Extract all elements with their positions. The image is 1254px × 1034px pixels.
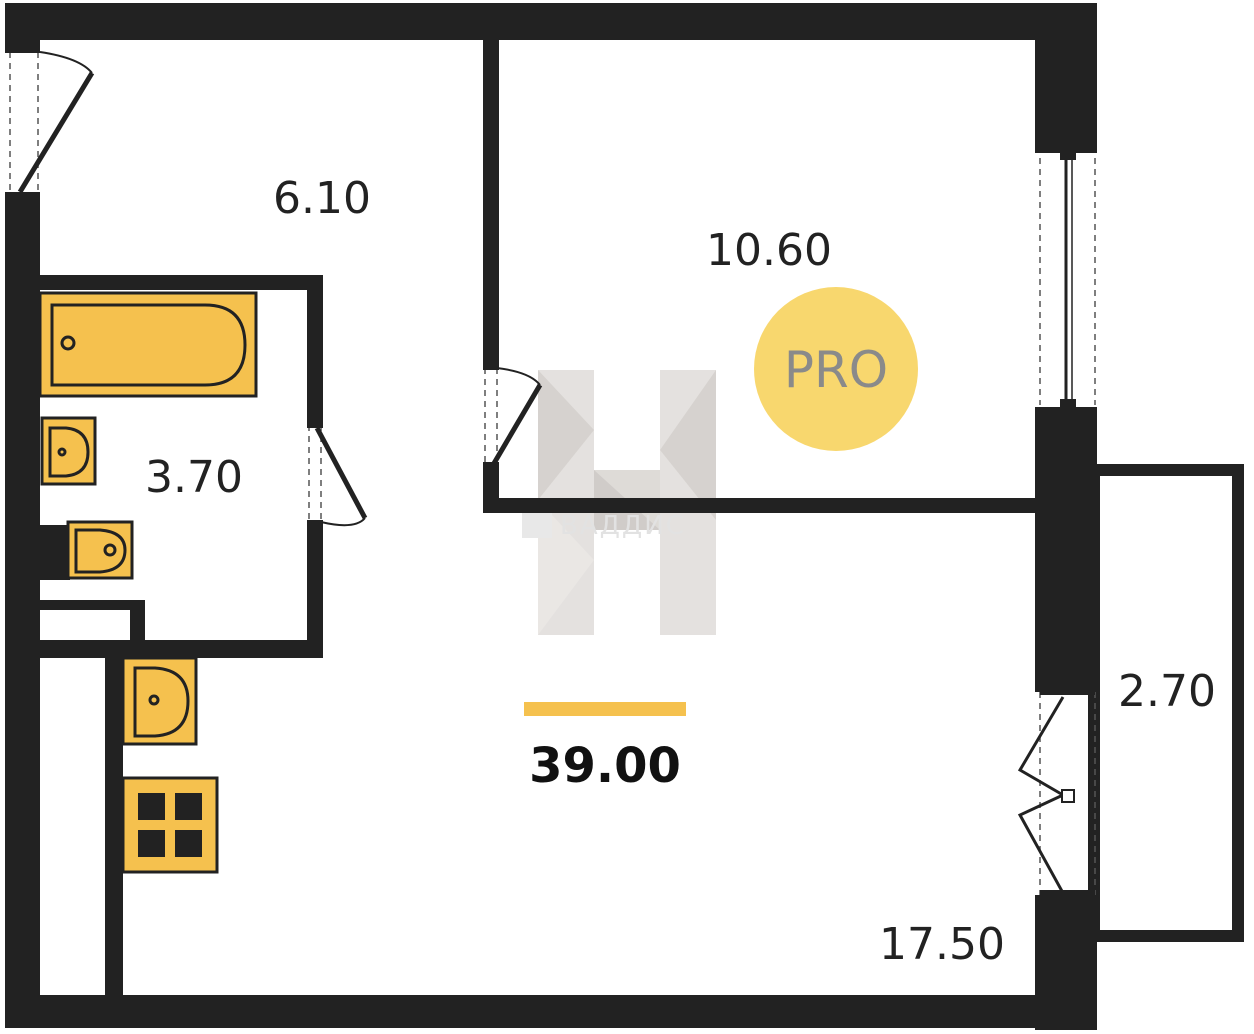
bedroom-door (483, 362, 543, 470)
watermark-text: ВАДДИС (560, 511, 686, 541)
pro-badge-text: PRO (784, 341, 888, 399)
bedroom-area-label: 10.60 (706, 225, 832, 276)
entrance-door (5, 45, 95, 200)
bathroom-sink-icon (40, 416, 97, 486)
bathroom-door (307, 420, 368, 528)
bathtub-icon (38, 291, 258, 398)
bedroom-window (1039, 150, 1096, 409)
pro-badge (754, 287, 918, 451)
total-area-accent-bar (524, 702, 686, 716)
watermark-house-icon (522, 512, 552, 538)
hall-area-label: 6.10 (273, 173, 371, 224)
kitchen-sink-icon (121, 656, 198, 746)
total-area-label: 39.00 (529, 738, 681, 794)
walls (5, 3, 1097, 1030)
balcony-door (1017, 687, 1096, 898)
balcony-area-label: 2.70 (1118, 666, 1216, 717)
bathroom-area-label: 3.70 (145, 452, 243, 503)
stove-icon (121, 776, 219, 874)
balcony-outline (1088, 464, 1244, 942)
toilet-icon (66, 520, 134, 580)
living-area-label: 17.50 (879, 919, 1005, 970)
